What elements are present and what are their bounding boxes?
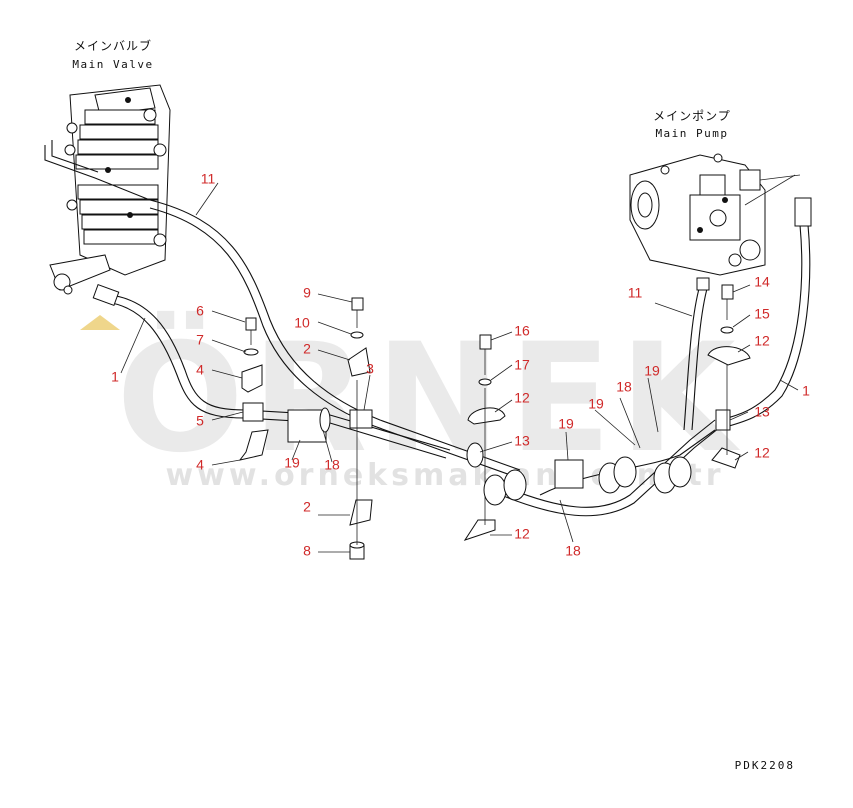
- callout-11: 11: [201, 171, 216, 187]
- callout-2: 2: [303, 341, 311, 357]
- callout-19: 19: [558, 416, 574, 432]
- main-pump-caption: Main Pump: [655, 127, 728, 140]
- watermark: ÖRNEK www.orneksmak an .com.tr: [80, 310, 743, 493]
- callout-18: 18: [565, 543, 581, 559]
- callout-8: 8: [303, 543, 311, 559]
- callout-10: 10: [294, 315, 310, 331]
- callout-19: 19: [588, 396, 604, 412]
- callout-19: 19: [644, 363, 660, 379]
- drawing-code: PDK2208: [735, 759, 795, 772]
- hose-lines: [104, 199, 811, 517]
- callout-5: 5: [196, 413, 204, 429]
- watermark-url: www.orneksmak an .com.tr: [165, 458, 724, 493]
- watermark-logo-mark: [80, 315, 120, 330]
- callout-12: 12: [514, 390, 530, 406]
- callout-1: 1: [802, 383, 810, 399]
- callout-18: 18: [616, 379, 632, 395]
- callout-12: 12: [754, 445, 770, 461]
- callout-1: 1: [111, 369, 119, 385]
- leader-lines: [120, 182, 799, 553]
- callout-3: 3: [366, 361, 374, 377]
- callout-13: 13: [514, 433, 530, 449]
- callout-18: 18: [324, 457, 340, 473]
- callout-4: 4: [196, 457, 204, 473]
- callout-14: 14: [754, 274, 770, 290]
- callout-12: 12: [754, 333, 770, 349]
- callout-2: 2: [303, 499, 311, 515]
- callout-7: 7: [196, 332, 204, 348]
- callout-6: 6: [196, 303, 204, 319]
- callout-4: 4: [196, 362, 204, 378]
- main-pump-jp-caption: メインポンプ: [653, 109, 731, 123]
- main-valve-drawing: [44, 84, 171, 295]
- main-pump-drawing: [629, 153, 801, 276]
- main-valve-caption: Main Valve: [72, 58, 153, 71]
- main-valve-jp-caption: メインバルブ: [74, 38, 152, 53]
- callout-15: 15: [754, 306, 770, 322]
- callout-17: 17: [514, 357, 530, 373]
- callout-9: 9: [303, 285, 311, 301]
- watermark-brand: ÖRNEK: [116, 310, 743, 486]
- callout-16: 16: [514, 323, 530, 339]
- callout-11: 11: [628, 285, 643, 301]
- callout-12: 12: [514, 526, 530, 542]
- callouts: 11 1 6 7 4 5 4 19 18 9 10 2 3 2 8 16 17 …: [111, 171, 810, 559]
- callout-13: 13: [754, 404, 770, 420]
- callout-19: 19: [284, 455, 300, 471]
